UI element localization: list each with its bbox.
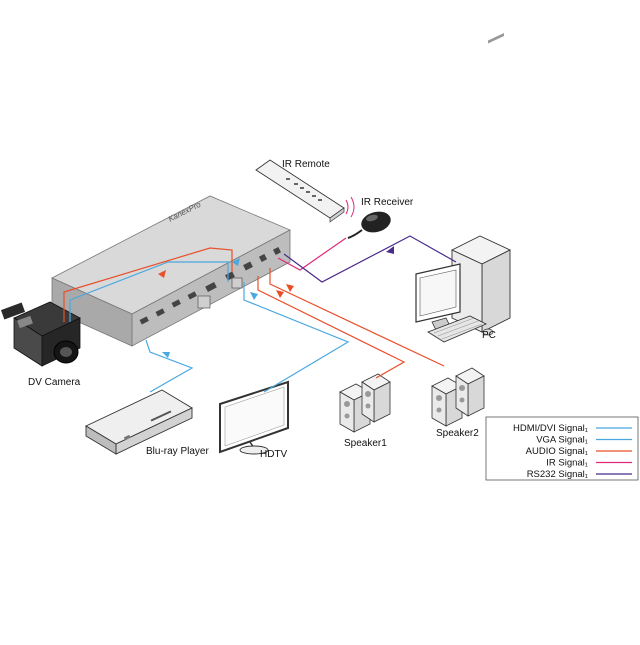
pc-label: PC (482, 330, 496, 341)
switcher-device: KanexPro (51, 195, 291, 347)
dv-camera (0, 301, 81, 367)
ir-signal-line (277, 237, 347, 271)
ir-receiver (347, 211, 391, 239)
legend-label: VGA Signal₁ (536, 435, 588, 446)
ir-remote-label: IR Remote (282, 159, 330, 170)
ir-waves (345, 196, 355, 218)
speaker1-label: Speaker1 (344, 438, 387, 449)
speaker2-label: Speaker2 (436, 428, 479, 439)
bluray-player (85, 389, 193, 455)
speaker2-audio-line (269, 268, 445, 367)
legend-label: IR Signal₁ (546, 458, 588, 469)
speaker1 (339, 373, 391, 433)
pc (415, 32, 512, 343)
bluray-player-label: Blu-ray Player (146, 446, 209, 457)
ir-receiver-label: IR Receiver (361, 197, 414, 208)
dv-camera-audio-line (63, 247, 233, 322)
legend-label: RS232 Signal₁ (527, 469, 588, 480)
rs232-signal-line (283, 235, 457, 283)
dv-camera-label: DV Camera (28, 377, 81, 388)
hdtv-label: HDTV (260, 449, 288, 460)
dv-camera-hdmi-line (69, 261, 229, 322)
speaker2 (431, 367, 485, 427)
device-ports (139, 246, 282, 325)
legend-label: AUDIO Signal₁ (526, 446, 588, 457)
bluray-hdmi-line (145, 339, 194, 393)
hdtv (219, 380, 289, 455)
hdtv-hdmi-line (243, 282, 350, 393)
ir-remote (255, 159, 345, 223)
legend-label: HDMI/DVI Signal₁ (513, 423, 588, 434)
speaker1-audio-line (257, 276, 406, 379)
